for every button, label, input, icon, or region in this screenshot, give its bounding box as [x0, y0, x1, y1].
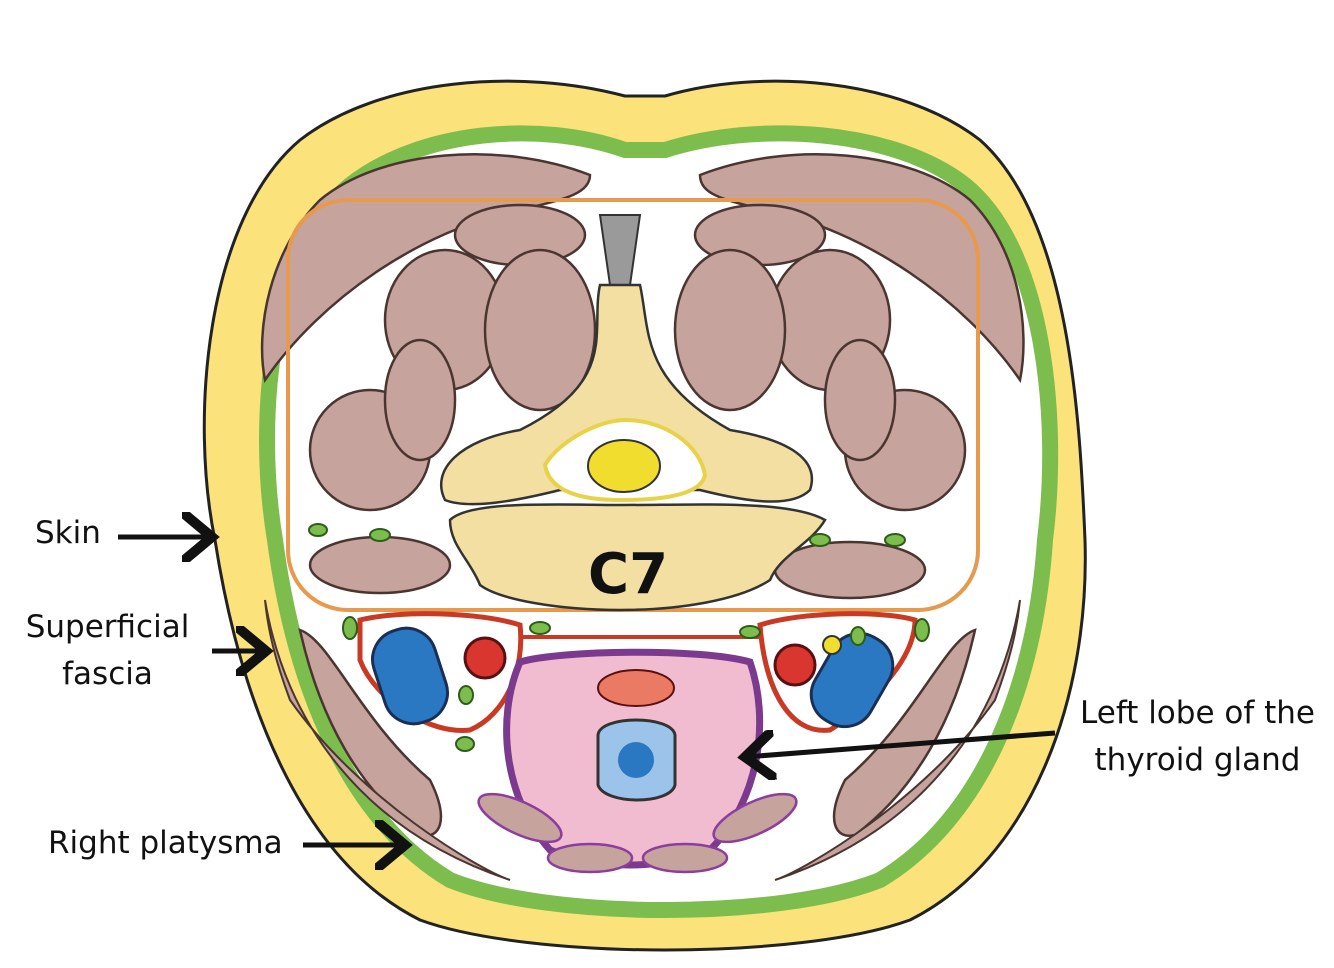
left-lobe-thyroid-label: Left lobe of the thyroid gland — [1070, 690, 1325, 784]
c7-vertebra-label: C7 — [588, 542, 669, 607]
left-lobe-line-1: Left lobe of the — [1080, 695, 1315, 731]
left-lobe-arrow — [745, 733, 1056, 757]
skin-label: Skin — [35, 515, 101, 551]
strap-muscles — [477, 792, 798, 874]
jugular-veins — [371, 626, 895, 729]
spinal-cord — [587, 439, 661, 493]
superficial-fascia-line-1: Superficial — [25, 609, 190, 645]
carotid-arteries — [463, 636, 817, 687]
esophagus — [597, 669, 675, 707]
right-platysma-label: Right platysma — [48, 825, 283, 861]
c7-vertebra — [439, 283, 827, 612]
superficial-fascia-label: Superficial fascia — [20, 604, 195, 698]
trachea-lumen — [618, 742, 654, 778]
superficial-fascia-line-2: fascia — [62, 656, 153, 692]
posterior-nerves — [308, 523, 906, 547]
deep-back-muscles — [308, 203, 967, 600]
left-lobe-line-2: thyroid gland — [1094, 742, 1301, 778]
anterior-nerves — [342, 616, 930, 752]
sternocleidomastoid-muscles — [298, 628, 977, 837]
vagus-nerve — [822, 635, 842, 655]
platysma — [264, 599, 1021, 881]
